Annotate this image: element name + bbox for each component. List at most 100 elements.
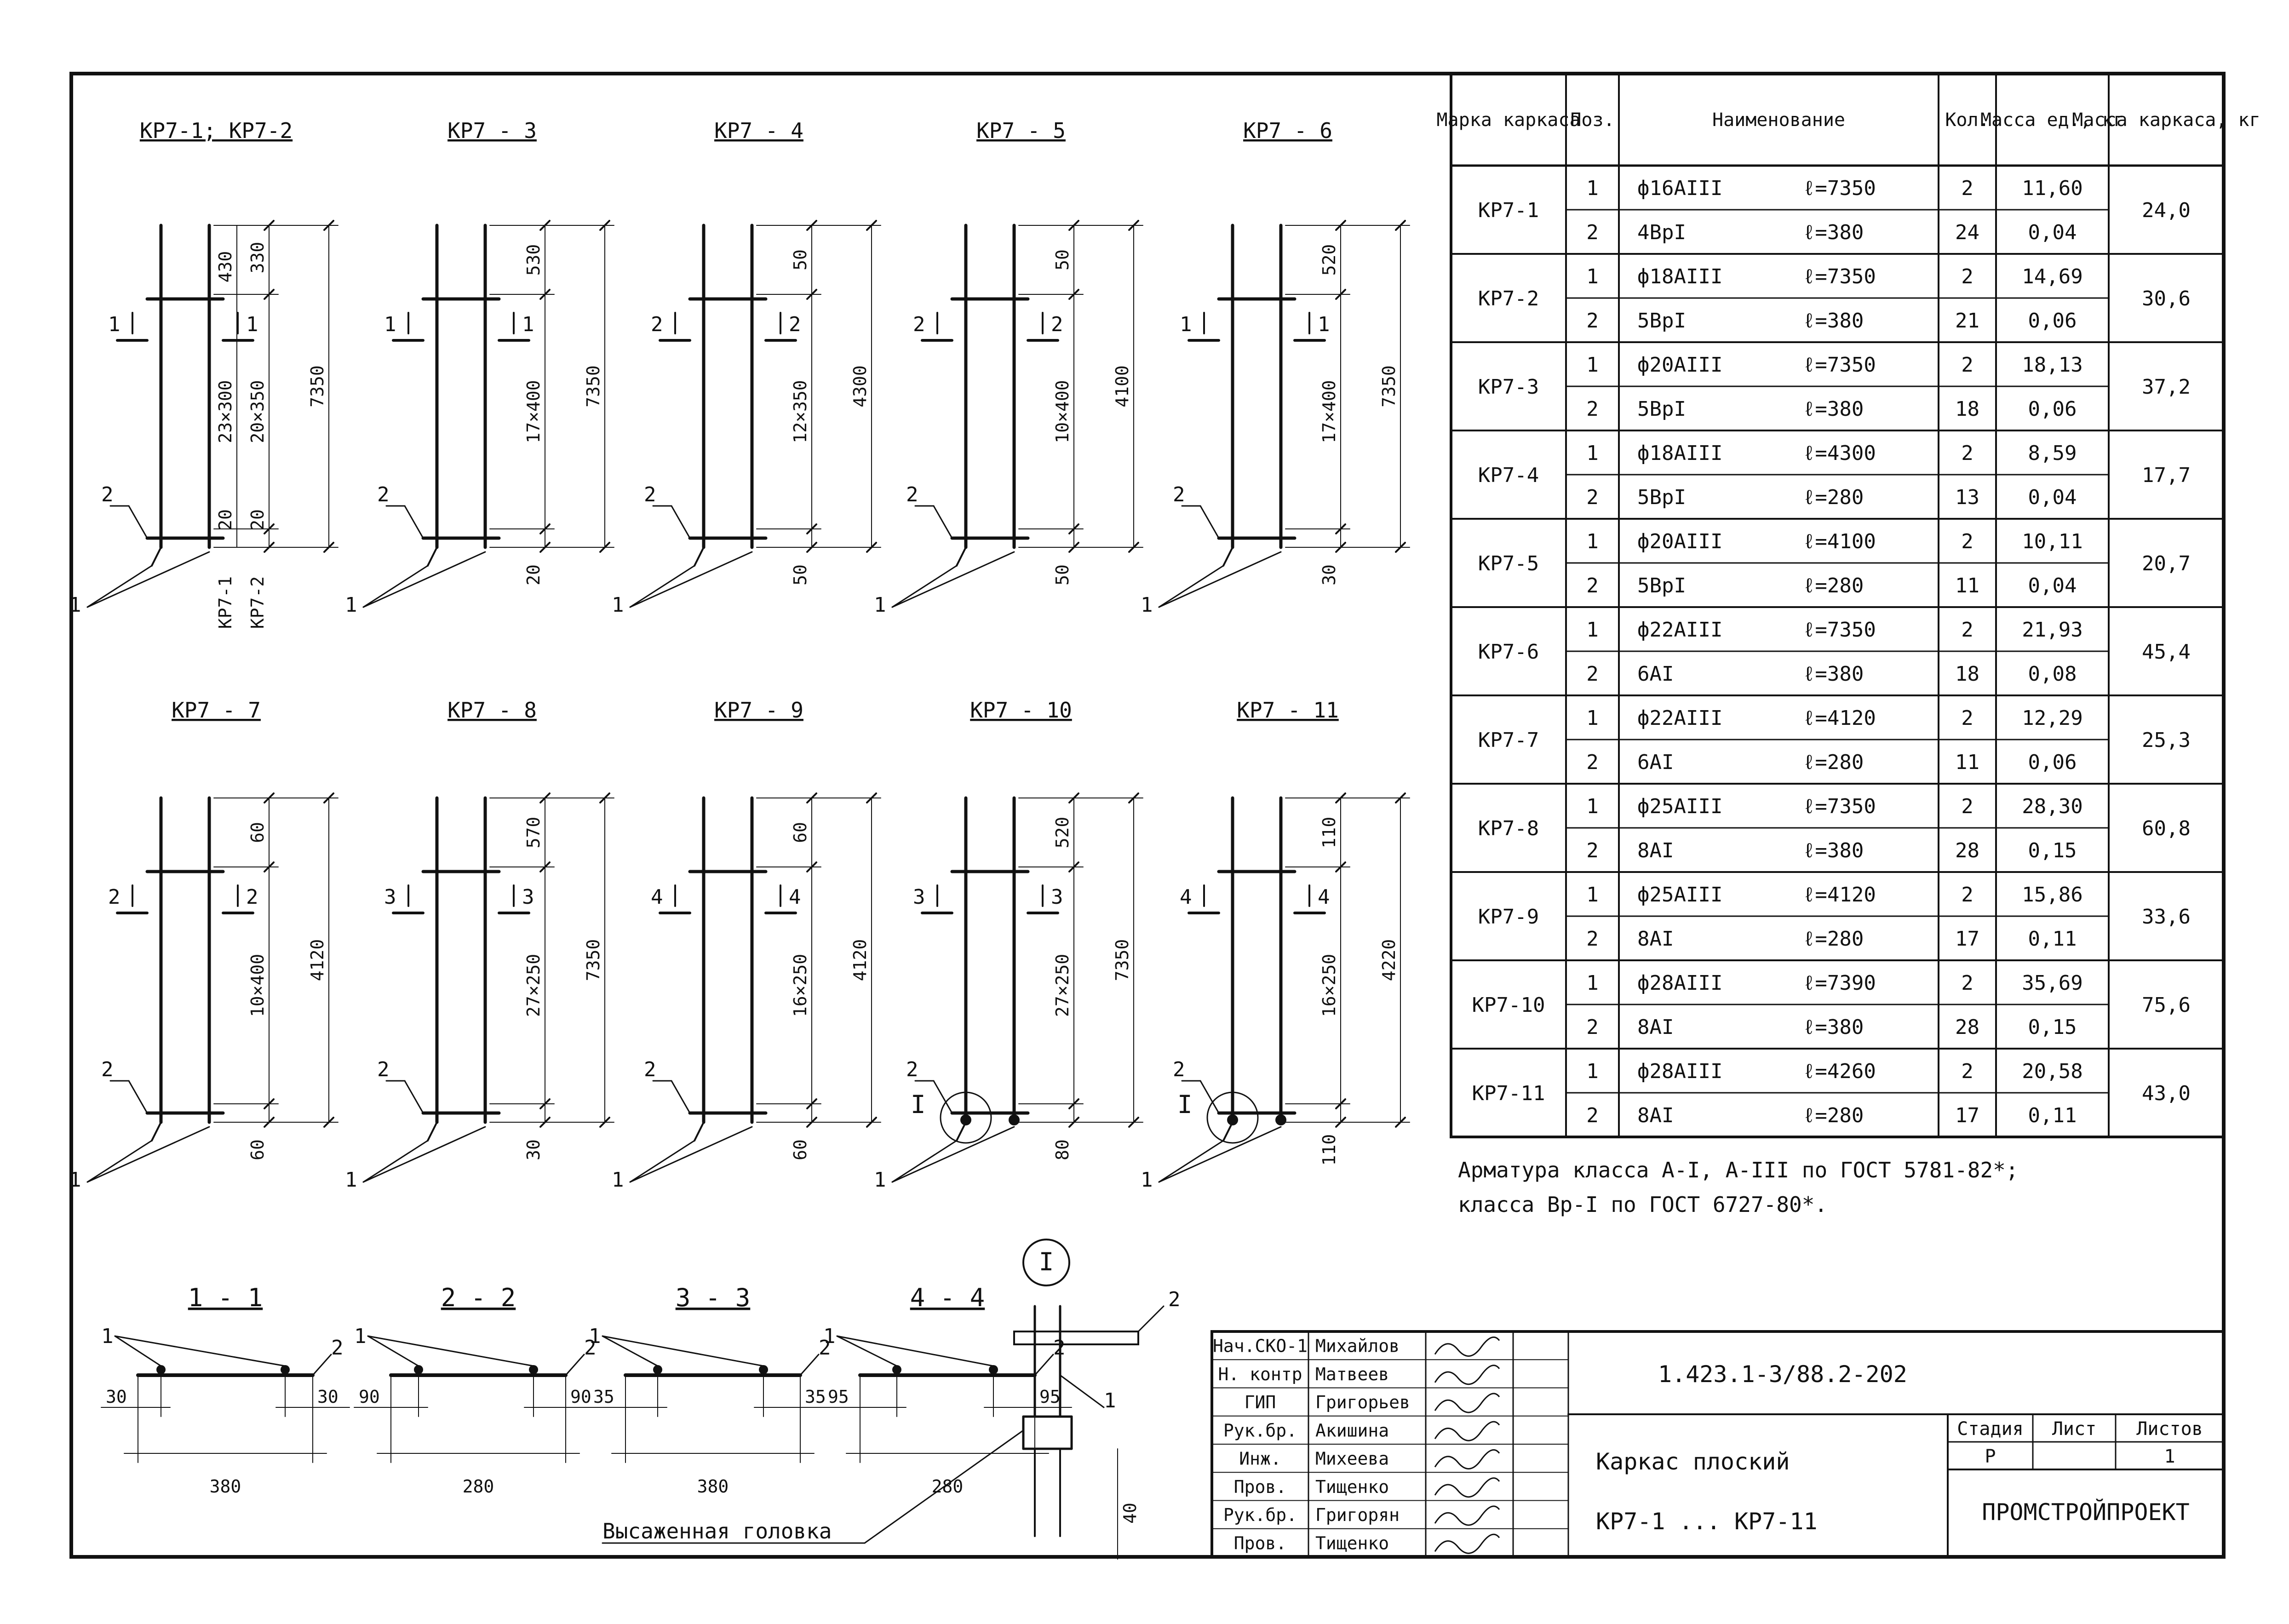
pos-mark-1: 1: [874, 1168, 886, 1192]
frame-mass: 37,2: [2142, 375, 2191, 399]
pos-mark-1: 1: [101, 1325, 114, 1348]
dim-tick: [323, 792, 334, 803]
item-mass: 18,13: [2022, 353, 2082, 377]
pos-mark-2: 2: [644, 483, 656, 506]
leader: [933, 505, 953, 539]
dim-label: 4100: [1112, 365, 1132, 407]
item-mass: 0,15: [2028, 1016, 2077, 1039]
dim-label: 280: [932, 1476, 964, 1497]
section-mark: 4: [651, 885, 663, 909]
signature: [1434, 1533, 1500, 1554]
item-length: ℓ=7390: [1803, 971, 1876, 995]
item-length: ℓ=7350: [1803, 177, 1876, 200]
dim-label: 10×400: [247, 954, 268, 1017]
pos-mark-1: 1: [345, 593, 357, 617]
leader: [629, 1140, 695, 1183]
section-title: 3 - 3: [676, 1283, 751, 1312]
detail-label: Высаженная головка: [602, 1519, 832, 1544]
leader: [404, 505, 424, 539]
dim-tick: [1068, 792, 1079, 803]
frame-title: КР7 - 9: [714, 698, 803, 723]
dim-label: 520: [1319, 244, 1339, 276]
leader: [1199, 1080, 1220, 1114]
item-length: ℓ=7350: [1803, 265, 1876, 288]
item-length: ℓ=4120: [1803, 883, 1876, 907]
pos-mark-1: 1: [612, 593, 624, 617]
item-name: ф22АIII: [1637, 706, 1722, 730]
dim-label: 30: [523, 1139, 544, 1160]
node-circle: [940, 1091, 992, 1144]
frame-mark: КР7-2: [1478, 287, 1539, 310]
leader: [671, 1080, 691, 1114]
item-length: ℓ=7350: [1803, 353, 1876, 377]
item-qty: 2: [1961, 177, 1973, 200]
leader: [891, 1126, 1015, 1183]
item-pos: 1: [1586, 530, 1599, 553]
item-name: 8АI: [1637, 1016, 1674, 1039]
dim-tick: [599, 220, 610, 231]
item-name: 8АI: [1637, 839, 1674, 862]
dim-tick: [264, 792, 275, 803]
leader: [362, 1126, 486, 1183]
table-header: Масса ед., кг: [1980, 109, 2124, 131]
pos-mark-1: 1: [69, 593, 81, 617]
dim-tick: [264, 542, 275, 553]
dim-tick: [539, 220, 551, 231]
leader: [1158, 551, 1282, 608]
dim-label: 35: [805, 1387, 826, 1407]
table-header: Марка каркаса: [1436, 109, 1580, 131]
item-name: 5ВрI: [1637, 486, 1686, 509]
item-name: ф22АIII: [1637, 618, 1722, 642]
rod-bend: [1222, 546, 1233, 567]
leader: [1199, 505, 1220, 539]
dim-label: 30: [106, 1387, 127, 1407]
item-name: 5ВрI: [1637, 309, 1686, 333]
leader: [128, 1080, 148, 1114]
item-name: 8АI: [1637, 1104, 1674, 1127]
item-mass: 20,58: [2022, 1060, 2082, 1083]
item-mass: 0,06: [2028, 397, 2077, 421]
dim-tick: [1068, 1098, 1079, 1109]
item-name: ф25АIII: [1637, 795, 1722, 818]
item-pos: 2: [1586, 397, 1599, 421]
dim-tick: [539, 1098, 551, 1109]
leader: [602, 1335, 659, 1367]
section-title: 4 - 4: [910, 1283, 985, 1312]
item-name: ф28АIII: [1637, 1060, 1722, 1083]
dim-label: 17×400: [523, 380, 544, 443]
dim-tick: [323, 542, 334, 553]
item-pos: 2: [1586, 1104, 1599, 1127]
item-mass: 0,04: [2028, 221, 2077, 244]
leader: [1158, 1140, 1224, 1183]
item-qty: 2: [1961, 1060, 1973, 1083]
dim-label: 27×250: [523, 954, 544, 1017]
dim-label: 20: [215, 509, 235, 530]
rod-bend: [694, 546, 705, 567]
dim-tick: [866, 542, 877, 553]
dim-label: 95: [828, 1387, 849, 1407]
item-mass: 15,86: [2022, 883, 2082, 907]
section-mark: 3: [384, 885, 396, 909]
node-mark: I: [1177, 1090, 1193, 1119]
leader: [891, 551, 1015, 608]
item-mass: 12,29: [2022, 706, 2082, 730]
frame-mark: КР7-11: [1472, 1082, 1545, 1105]
dim-label: 16×250: [790, 954, 810, 1017]
leader: [86, 551, 210, 608]
frame-title: КР7 - 3: [447, 118, 537, 143]
stamp-name: Михайлов: [1315, 1336, 1400, 1356]
item-length: ℓ=4260: [1803, 1060, 1876, 1083]
pos-mark-2: 2: [584, 1336, 597, 1360]
dim-tick: [1128, 792, 1139, 803]
frame-mark: КР7-3: [1478, 375, 1539, 399]
rod-bend: [151, 1121, 162, 1142]
item-mass: 11,60: [2022, 177, 2082, 200]
item-name: ф20АIII: [1637, 530, 1722, 553]
rod-bend: [1222, 1121, 1233, 1142]
